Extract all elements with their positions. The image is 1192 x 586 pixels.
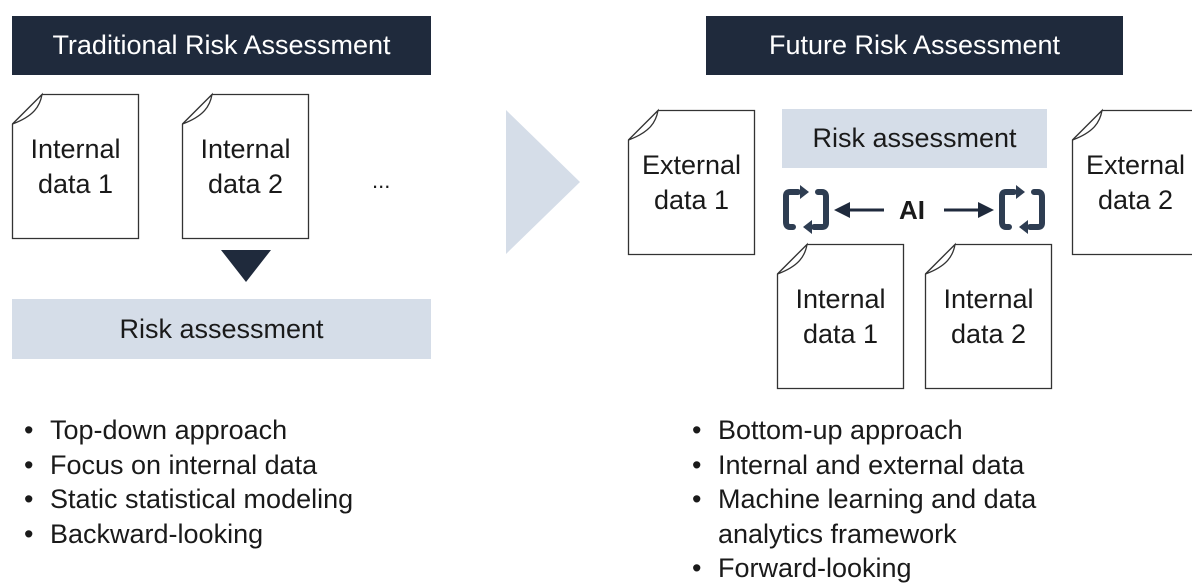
- document-icon: [924, 242, 1053, 390]
- list-item: Bottom-up approach: [692, 413, 1172, 448]
- document-icon: [181, 92, 310, 240]
- internal-data-2-doc: Internal data 2: [924, 242, 1053, 390]
- traditional-risk-header: Traditional Risk Assessment: [12, 16, 431, 75]
- ai-label: AI: [899, 195, 925, 225]
- doc-label: Internal data 2: [200, 133, 291, 199]
- document-icon: [11, 92, 140, 240]
- left-bullet-list: Top-down approach Focus on internal data…: [24, 413, 444, 551]
- document-icon: [627, 108, 756, 256]
- external-data-2-doc: External data 2: [1071, 108, 1192, 256]
- future-risk-header: Future Risk Assessment: [706, 16, 1123, 75]
- internal-data-1-doc: Internal data 1: [776, 242, 905, 390]
- internal-data-2-doc: Internal data 2: [181, 92, 310, 240]
- triangle-down-icon: [221, 250, 271, 282]
- arrow-right-icon: [944, 202, 994, 218]
- list-item: Static statistical modeling: [24, 482, 444, 517]
- left-risk-assessment-bar: Risk assessment: [12, 299, 431, 359]
- document-icon: [1071, 108, 1192, 256]
- list-item: Internal and external data: [692, 448, 1172, 483]
- doc-label: External data 1: [641, 149, 742, 215]
- internal-data-1-doc: Internal data 1: [11, 92, 140, 240]
- doc-label: Internal data 1: [795, 283, 886, 349]
- refresh-cycle-icon: [783, 185, 829, 234]
- external-data-1-doc: External data 1: [627, 108, 756, 256]
- list-item: Focus on internal data: [24, 448, 444, 483]
- doc-label: Internal data 2: [943, 283, 1034, 349]
- refresh-cycle-icon: [999, 185, 1045, 234]
- list-item: Forward-looking: [692, 551, 1172, 586]
- doc-label: External data 2: [1085, 149, 1186, 215]
- doc-label: Internal data 1: [30, 133, 121, 199]
- list-item: Machine learning and data analytics fram…: [692, 482, 1172, 551]
- document-icon: [776, 242, 905, 390]
- arrow-left-icon: [834, 202, 884, 218]
- right-risk-assessment-bar: Risk assessment: [782, 109, 1047, 168]
- right-bullet-list: Bottom-up approach Internal and external…: [692, 413, 1172, 586]
- list-item: Top-down approach: [24, 413, 444, 448]
- chevron-right-icon: [506, 110, 580, 254]
- more-docs-ellipsis: ...: [372, 168, 391, 193]
- list-item: Backward-looking: [24, 517, 444, 552]
